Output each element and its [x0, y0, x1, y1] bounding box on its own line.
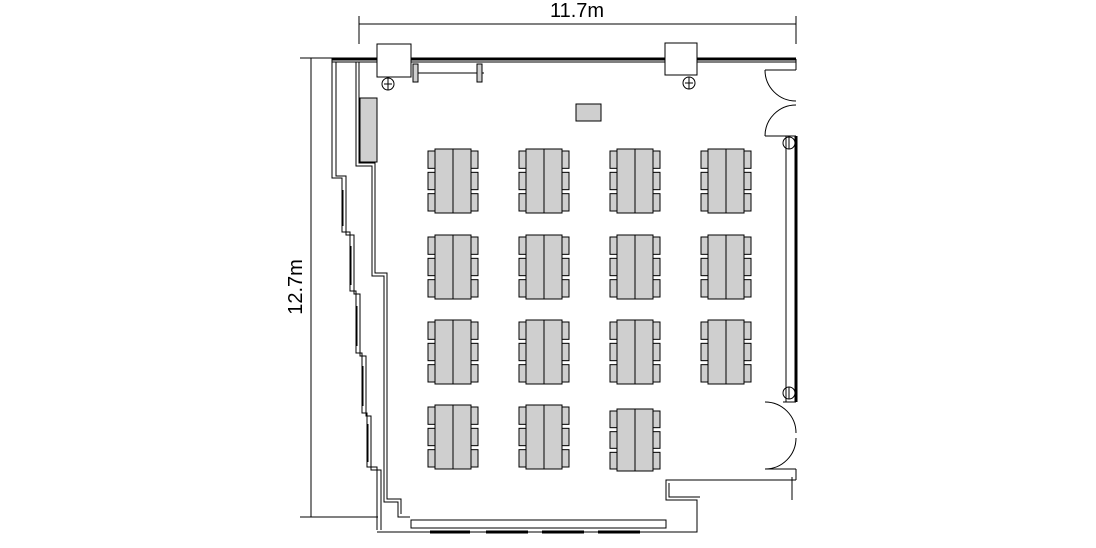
table	[525, 319, 545, 385]
door-bottom	[764, 401, 797, 480]
table	[634, 148, 654, 214]
table	[543, 404, 563, 470]
table	[707, 319, 727, 385]
table-group	[700, 148, 752, 214]
door-top	[764, 69, 797, 137]
table	[616, 408, 636, 472]
table	[707, 148, 727, 214]
table	[452, 148, 472, 214]
height-dimension	[300, 57, 378, 518]
table	[725, 148, 745, 214]
table-groups	[427, 148, 752, 472]
table	[434, 319, 454, 385]
right-wall	[783, 59, 798, 403]
table	[707, 234, 727, 300]
table	[434, 404, 454, 470]
table	[634, 408, 654, 472]
table	[543, 234, 563, 300]
table-group	[609, 319, 661, 385]
table	[634, 234, 654, 300]
table	[543, 148, 563, 214]
table	[725, 319, 745, 385]
table-group	[518, 148, 570, 214]
table	[452, 404, 472, 470]
table-group	[427, 404, 479, 470]
table-group	[427, 319, 479, 385]
table	[525, 404, 545, 470]
width-dimension	[358, 16, 797, 44]
table-group	[609, 408, 661, 472]
table	[452, 319, 472, 385]
bottom-wall	[377, 477, 796, 534]
table	[634, 319, 654, 385]
table	[725, 234, 745, 300]
table	[616, 234, 636, 300]
whiteboard-rail	[412, 63, 484, 83]
column-right	[664, 42, 698, 76]
table-group	[518, 234, 570, 300]
table-group	[700, 234, 752, 300]
column-left	[376, 43, 412, 78]
width-label: 11.7m	[550, 0, 604, 22]
table-group	[609, 148, 661, 214]
table	[525, 234, 545, 300]
table	[434, 148, 454, 214]
table-group	[700, 319, 752, 385]
table	[616, 148, 636, 214]
table	[525, 148, 545, 214]
window-wall	[331, 58, 410, 530]
height-label: 12.7m	[285, 259, 307, 315]
table	[452, 234, 472, 300]
podium	[575, 103, 602, 122]
table-group	[427, 234, 479, 300]
table	[616, 319, 636, 385]
table-group	[609, 234, 661, 300]
side-cabinet	[359, 97, 378, 163]
table	[543, 319, 563, 385]
table-group	[518, 319, 570, 385]
table	[434, 234, 454, 300]
table-group	[518, 404, 570, 470]
table-group	[427, 148, 479, 214]
